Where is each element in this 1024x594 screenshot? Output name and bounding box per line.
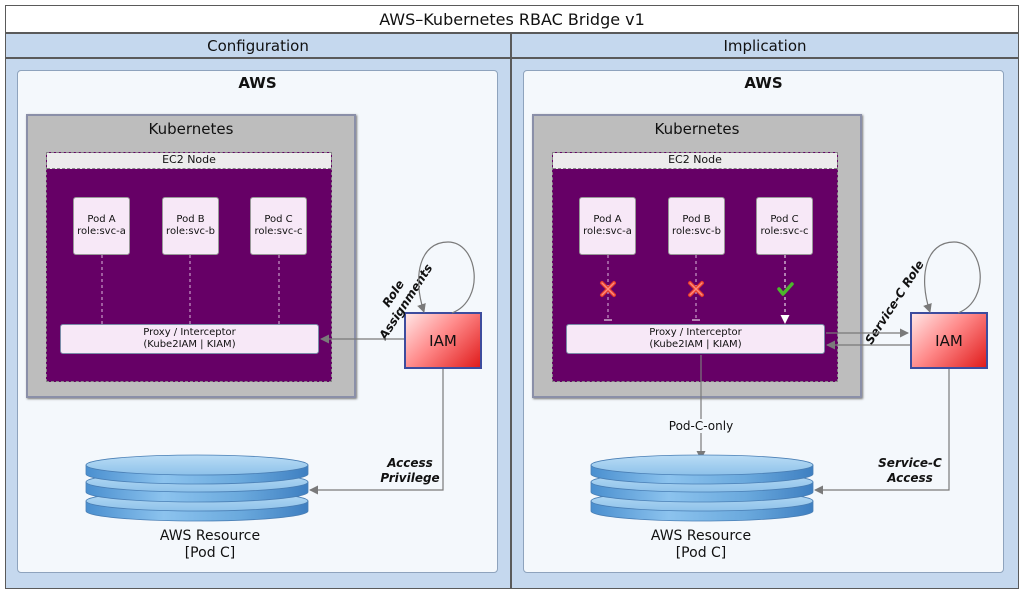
- pod-c-right: Pod C role:svc-c: [756, 197, 813, 255]
- pod-name: Pod A: [87, 214, 116, 225]
- pod-name: Pod C: [770, 214, 799, 225]
- deny-icon-pod-b: [688, 281, 704, 297]
- pod-role: role:svc-b: [672, 226, 721, 237]
- service-c-access-arrow: [814, 369, 950, 495]
- access-privilege-label: Access Privilege: [370, 456, 450, 486]
- proxy-line2: (Kube2IAM | KIAM): [649, 339, 742, 350]
- pod-name: Pod B: [176, 214, 205, 225]
- access-privilege-arrow: [309, 369, 444, 495]
- label-line1: Access: [387, 456, 433, 470]
- iam-box-left: IAM: [404, 312, 482, 369]
- resource-line1: AWS Resource: [159, 528, 261, 544]
- proxy-interceptor-left: Proxy / Interceptor (Kube2IAM | KIAM): [60, 324, 319, 354]
- pod-c-only-label-overlay: Pod-C-only: [660, 419, 742, 433]
- proxy-interceptor-right: Proxy / Interceptor (Kube2IAM | KIAM): [566, 324, 825, 354]
- lane-header-configuration: Configuration: [5, 33, 511, 58]
- pod-name: Pod A: [593, 214, 622, 225]
- ec2-node-label: EC2 Node: [47, 153, 331, 169]
- pod-role: role:svc-a: [583, 226, 632, 237]
- proxy-line2: (Kube2IAM | KIAM): [143, 339, 236, 350]
- service-c-access-label: Service-C Access: [870, 456, 950, 486]
- pod-role: role:svc-b: [166, 226, 215, 237]
- ec2-node-label: EC2 Node: [553, 153, 837, 169]
- role-assignments-loop: [417, 241, 475, 314]
- pod-name: Pod B: [682, 214, 711, 225]
- pod-a-left: Pod A role:svc-a: [73, 197, 130, 255]
- kubernetes-label-right: Kubernetes: [654, 120, 740, 138]
- pod-a-right: Pod A role:svc-a: [579, 197, 636, 255]
- pod-name: Pod C: [264, 214, 293, 225]
- pod-role: role:svc-c: [254, 226, 303, 237]
- proxy-line1: Proxy / Interceptor: [649, 327, 742, 338]
- label-line1: Service-C: [878, 456, 942, 470]
- pod-b-right: Pod B role:svc-b: [668, 197, 725, 255]
- proxy-line1: Proxy / Interceptor: [143, 327, 236, 338]
- lane-header-implication: Implication: [511, 33, 1019, 58]
- pod-b-left: Pod B role:svc-b: [162, 197, 219, 255]
- pod-role: role:svc-a: [77, 226, 126, 237]
- aws-label-left: AWS: [238, 74, 277, 92]
- pod-c-left: Pod C role:svc-c: [250, 197, 307, 255]
- aws-resource-label-left: AWS Resource [Pod C]: [135, 528, 285, 562]
- aws-label-right: AWS: [744, 74, 783, 92]
- iam-box-right: IAM: [910, 312, 988, 369]
- label-line2: Access: [887, 471, 933, 485]
- allow-check-icon-pod-c: [777, 282, 794, 296]
- service-c-role-loop: [923, 241, 981, 314]
- resource-line2: [Pod C]: [675, 545, 727, 561]
- diagram-title: AWS–Kubernetes RBAC Bridge v1: [5, 5, 1019, 33]
- deny-icon-pod-a: [600, 281, 616, 297]
- aws-resource-label-right: AWS Resource [Pod C]: [626, 528, 776, 562]
- resource-line2: [Pod C]: [184, 545, 236, 561]
- label-line2: Privilege: [380, 471, 440, 485]
- resource-line1: AWS Resource: [650, 528, 752, 544]
- pod-role: role:svc-c: [760, 226, 809, 237]
- kubernetes-label-left: Kubernetes: [148, 120, 234, 138]
- aws-resource-cylinder-left: [85, 454, 309, 522]
- aws-resource-cylinder-right: [590, 454, 814, 522]
